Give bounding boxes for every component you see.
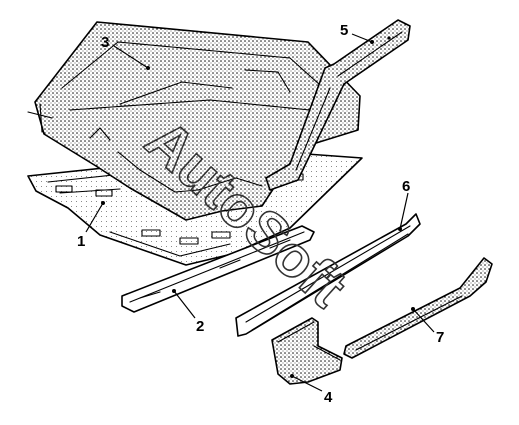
callout-4: 4 [324, 389, 333, 406]
leader-7 [412, 308, 435, 333]
callout-6: 6 [402, 178, 410, 195]
leader-6 [399, 192, 409, 230]
leader-lines [85, 33, 435, 392]
part-7-stiffener [343, 257, 493, 359]
callout-labels: 1 2 3 4 5 6 7 [77, 22, 444, 406]
part-5-reinforcement [265, 19, 411, 191]
leader-3 [113, 45, 149, 69]
part-6-long-rail [235, 213, 421, 337]
leader-5 [351, 33, 373, 43]
part-4-bracket [271, 317, 343, 385]
part-2-side-rail [121, 225, 315, 313]
callout-3: 3 [101, 34, 109, 51]
leader-1 [85, 202, 104, 233]
leader-dots [101, 40, 415, 378]
callout-1: 1 [77, 233, 85, 250]
callout-7: 7 [436, 329, 444, 346]
leader-2 [173, 290, 196, 319]
callout-5: 5 [340, 22, 348, 39]
callout-2: 2 [196, 318, 204, 335]
leader-4 [291, 375, 323, 392]
